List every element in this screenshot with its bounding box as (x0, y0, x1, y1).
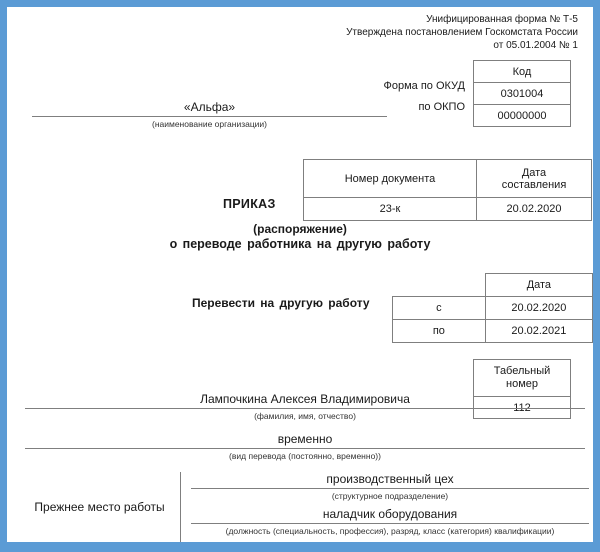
form-reference-line-1: Унифицированная форма № Т-5 (426, 14, 578, 25)
doc-number-value: 23-к (303, 197, 477, 221)
transfer-date-header: Дата (484, 273, 593, 297)
okpo-value-cell: 00000000 (473, 104, 571, 127)
previous-place-fields: производственный цех (структурное подраз… (180, 472, 589, 542)
personnel-number-value: 112 (473, 396, 571, 419)
previous-place-row: Прежнее место работы производственный це… (25, 472, 589, 542)
code-table-header-row: Код (473, 60, 571, 83)
transfer-to-value: 20.02.2021 (484, 319, 593, 343)
previous-place-block: Прежнее место работы производственный це… (25, 472, 589, 542)
previous-department-caption: (структурное подразделение) (331, 491, 449, 501)
personnel-number-header: Табельный номер (473, 359, 571, 397)
table-row: с 20.02.2020 (392, 296, 593, 320)
employee-full-name: Лампочкина Алексея Владимировича (25, 392, 585, 409)
transfer-kind-block: временно (вид перевода (постоянно, време… (25, 432, 585, 462)
date-table-header-row: Дата (393, 273, 593, 297)
personnel-header-row: Табельный номер (473, 359, 571, 397)
document-number-table: Номер документа Дата составления 23-к 20… (303, 159, 592, 221)
table-row: 00000000 (473, 104, 571, 127)
transfer-from-label: с (392, 296, 486, 320)
form-reference-line-2: Утверждена постановлением Госкомстата Ро… (346, 27, 578, 38)
transfer-date-table: Дата с 20.02.2020 по 20.02.2021 (392, 273, 593, 343)
transfer-from-value: 20.02.2020 (484, 296, 593, 320)
order-title: ПРИКАЗ (223, 197, 276, 211)
doc-date-header-line2: составления (501, 178, 567, 191)
organization-block: «Альфа» (наименование организации) (32, 100, 387, 130)
order-subject: о переводе работника на другую работу (169, 237, 431, 251)
okpo-label: по ОКПО (418, 101, 465, 113)
previous-position-value: наладчик оборудования (191, 507, 589, 524)
date-table-spacer (393, 274, 486, 297)
transfer-kind-caption: (вид перевода (постоянно, временно)) (229, 451, 381, 461)
transfer-to-label: по (392, 319, 486, 343)
doc-date-header: Дата составления (476, 159, 592, 198)
transfer-label: Перевести на другую работу (192, 296, 370, 310)
okud-label: Форма по ОКУД (383, 80, 466, 92)
order-title-alt: (распоряжение) (253, 222, 347, 236)
table-row: по 20.02.2021 (392, 319, 593, 343)
previous-place-label: Прежнее место работы (34, 500, 165, 514)
form-sheet: Унифицированная форма № Т-5 Утверждена п… (7, 7, 593, 542)
table-row: 112 (473, 396, 571, 419)
okud-value-cell: 0301004 (473, 82, 571, 105)
previous-department-value: производственный цех (191, 472, 589, 489)
previous-position-caption: (должность (специальность, профессия), р… (225, 526, 555, 536)
transfer-kind-value: временно (25, 432, 585, 449)
employee-name-caption: (фамилия, имя, отчество) (254, 411, 356, 421)
personnel-header-line1: Табельный (493, 365, 551, 377)
personnel-header-line2: номер (506, 378, 538, 390)
table-row: 23-к 20.02.2020 (303, 197, 592, 221)
table-row: 0301004 (473, 82, 571, 105)
code-table: Код 0301004 00000000 (473, 60, 571, 127)
doc-date-value: 20.02.2020 (476, 197, 592, 221)
code-header-cell: Код (473, 60, 571, 83)
doc-table-header-row: Номер документа Дата составления (303, 159, 592, 198)
doc-number-header: Номер документа (303, 159, 477, 198)
form-reference-line-3: от 05.01.2004 № 1 (493, 40, 578, 51)
employee-name-block: Лампочкина Алексея Владимировича (фамили… (25, 392, 585, 422)
form-reference-header: Унифицированная форма № Т-5 Утверждена п… (346, 13, 578, 52)
personnel-number-table: Табельный номер 112 (473, 359, 571, 419)
organization-name: «Альфа» (32, 100, 387, 117)
doc-date-header-line1: Дата (521, 166, 547, 179)
organization-caption: (наименование организации) (151, 119, 268, 129)
